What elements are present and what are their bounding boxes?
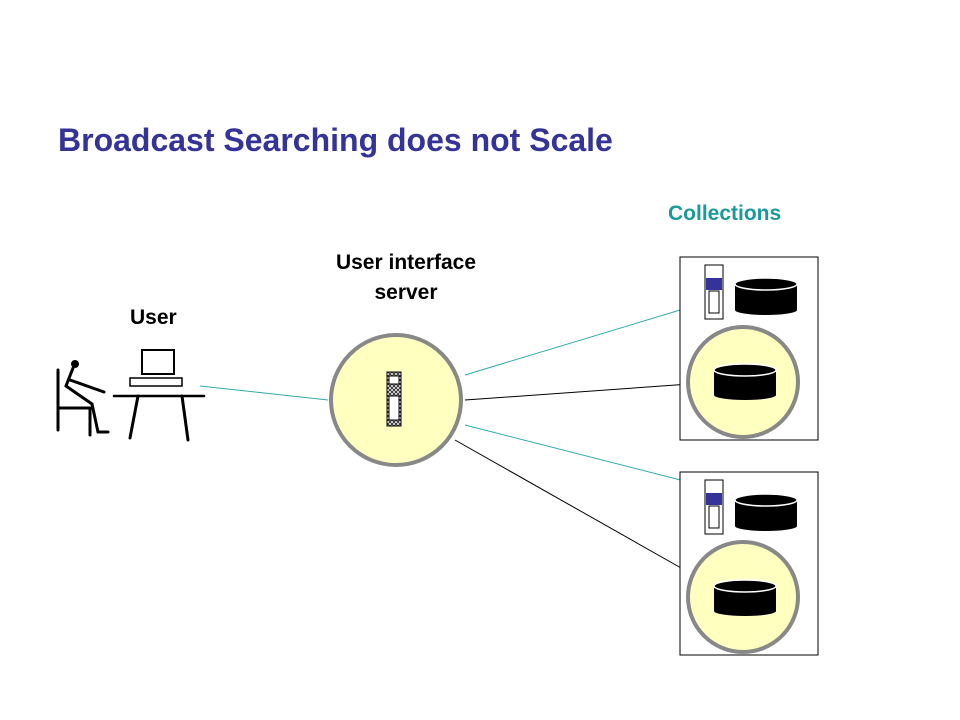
server-to-collection1-tower-link: [464, 303, 701, 376]
database-cylinder-icon: [734, 493, 798, 531]
database-cylinder-icon: [713, 363, 777, 400]
server-label: User interface server: [300, 248, 512, 308]
connections: [199, 303, 701, 578]
database-cylinder-icon: [713, 579, 777, 616]
server-label-line2: server: [374, 281, 438, 304]
server-to-collection1-node-link: [464, 383, 691, 401]
user-at-computer-icon: [56, 349, 206, 442]
database-cylinder-icon: [734, 277, 798, 315]
server-label-line1: User interface: [335, 251, 477, 274]
user-to-server-link: [199, 385, 329, 401]
collection-box-2: [679, 471, 819, 656]
collections-label: Collections: [668, 202, 782, 225]
server-tower-icon: [704, 264, 724, 320]
server-to-collection2-node-link: [454, 439, 698, 578]
server-to-collection2-tower-link: [464, 424, 701, 486]
page-title: Broadcast Searching does not Scale: [58, 122, 613, 158]
user-label: User: [130, 306, 177, 329]
server-node: [329, 333, 463, 467]
server-tower-icon: [704, 479, 724, 535]
server-tower-icon: [386, 371, 402, 427]
collection-box-1: [679, 256, 819, 441]
